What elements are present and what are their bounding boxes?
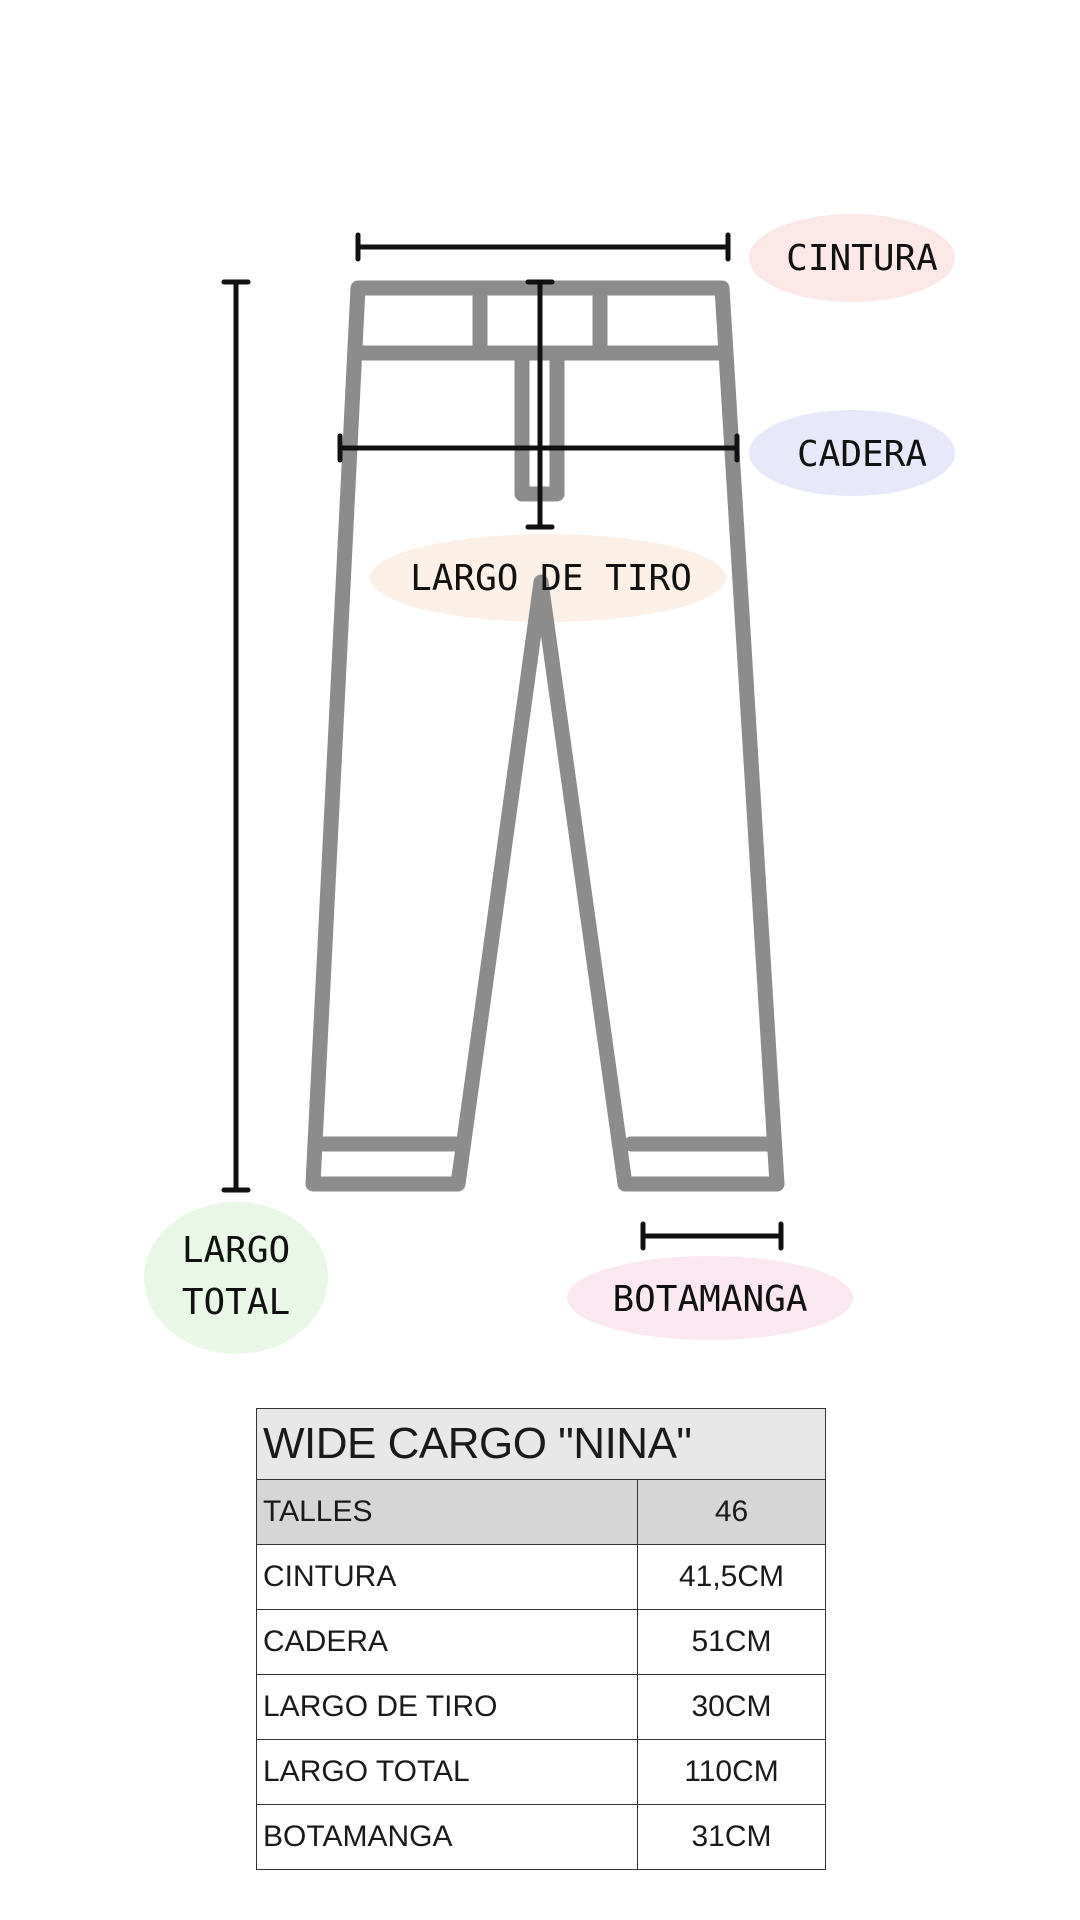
largo-de-tiro-label: LARGO DE TIRO [410, 558, 692, 599]
largo-total-label-line2: TOTAL [182, 1282, 290, 1323]
cintura-measure-line [355, 232, 731, 262]
table-row: LARGO TOTAL 110CM [256, 1739, 826, 1805]
measurement-name: CADERA [256, 1609, 638, 1675]
pants-measurement-diagram: CINTURA CADERA LARGO DE TIRO LARGO TOTAL… [144, 214, 955, 1354]
measurement-name: LARGO DE TIRO [256, 1674, 638, 1740]
botamanga-bubble [567, 1256, 853, 1340]
measurement-name: CINTURA [256, 1544, 638, 1610]
pants-outline [305, 280, 785, 1192]
botamanga-label: BOTAMANGA [612, 1279, 807, 1320]
cadera-label: CADERA [797, 434, 927, 475]
pants-body [305, 280, 785, 1192]
largo-total-measure-line [221, 279, 251, 1193]
measurement-name: LARGO TOTAL [256, 1739, 638, 1805]
largo-de-tiro-measure-line [525, 279, 555, 530]
largo-total-bubble [144, 1202, 328, 1354]
botamanga-measure-line [640, 1221, 784, 1251]
size-chart-table: WIDE CARGO "NINA" TALLES 46 CINTURA 41,5… [256, 1408, 826, 1870]
table-row: CINTURA 41,5CM [256, 1544, 826, 1610]
measurement-value: 51CM [637, 1609, 826, 1675]
table-header-row: TALLES 46 [256, 1479, 826, 1545]
table-row: LARGO DE TIRO 30CM [256, 1674, 826, 1740]
largo-de-tiro-bubble [370, 534, 726, 622]
measurement-value: 31CM [637, 1804, 826, 1870]
table-row: CADERA 51CM [256, 1609, 826, 1675]
measurement-value: 41,5CM [637, 1544, 826, 1610]
cadera-bubble [749, 410, 955, 496]
table-title-row: WIDE CARGO "NINA" [256, 1408, 826, 1480]
header-size-cell: 46 [637, 1479, 826, 1545]
measurement-value: 30CM [637, 1674, 826, 1740]
table-title: WIDE CARGO "NINA" [256, 1408, 826, 1480]
measurement-name: BOTAMANGA [256, 1804, 638, 1870]
cintura-bubble [749, 214, 955, 302]
measurement-lines [221, 232, 784, 1251]
measurement-value: 110CM [637, 1739, 826, 1805]
table-row: BOTAMANGA 31CM [256, 1804, 826, 1870]
largo-total-label-line1: LARGO [182, 1230, 290, 1271]
cintura-label: CINTURA [786, 238, 938, 279]
header-name-cell: TALLES [256, 1479, 638, 1545]
